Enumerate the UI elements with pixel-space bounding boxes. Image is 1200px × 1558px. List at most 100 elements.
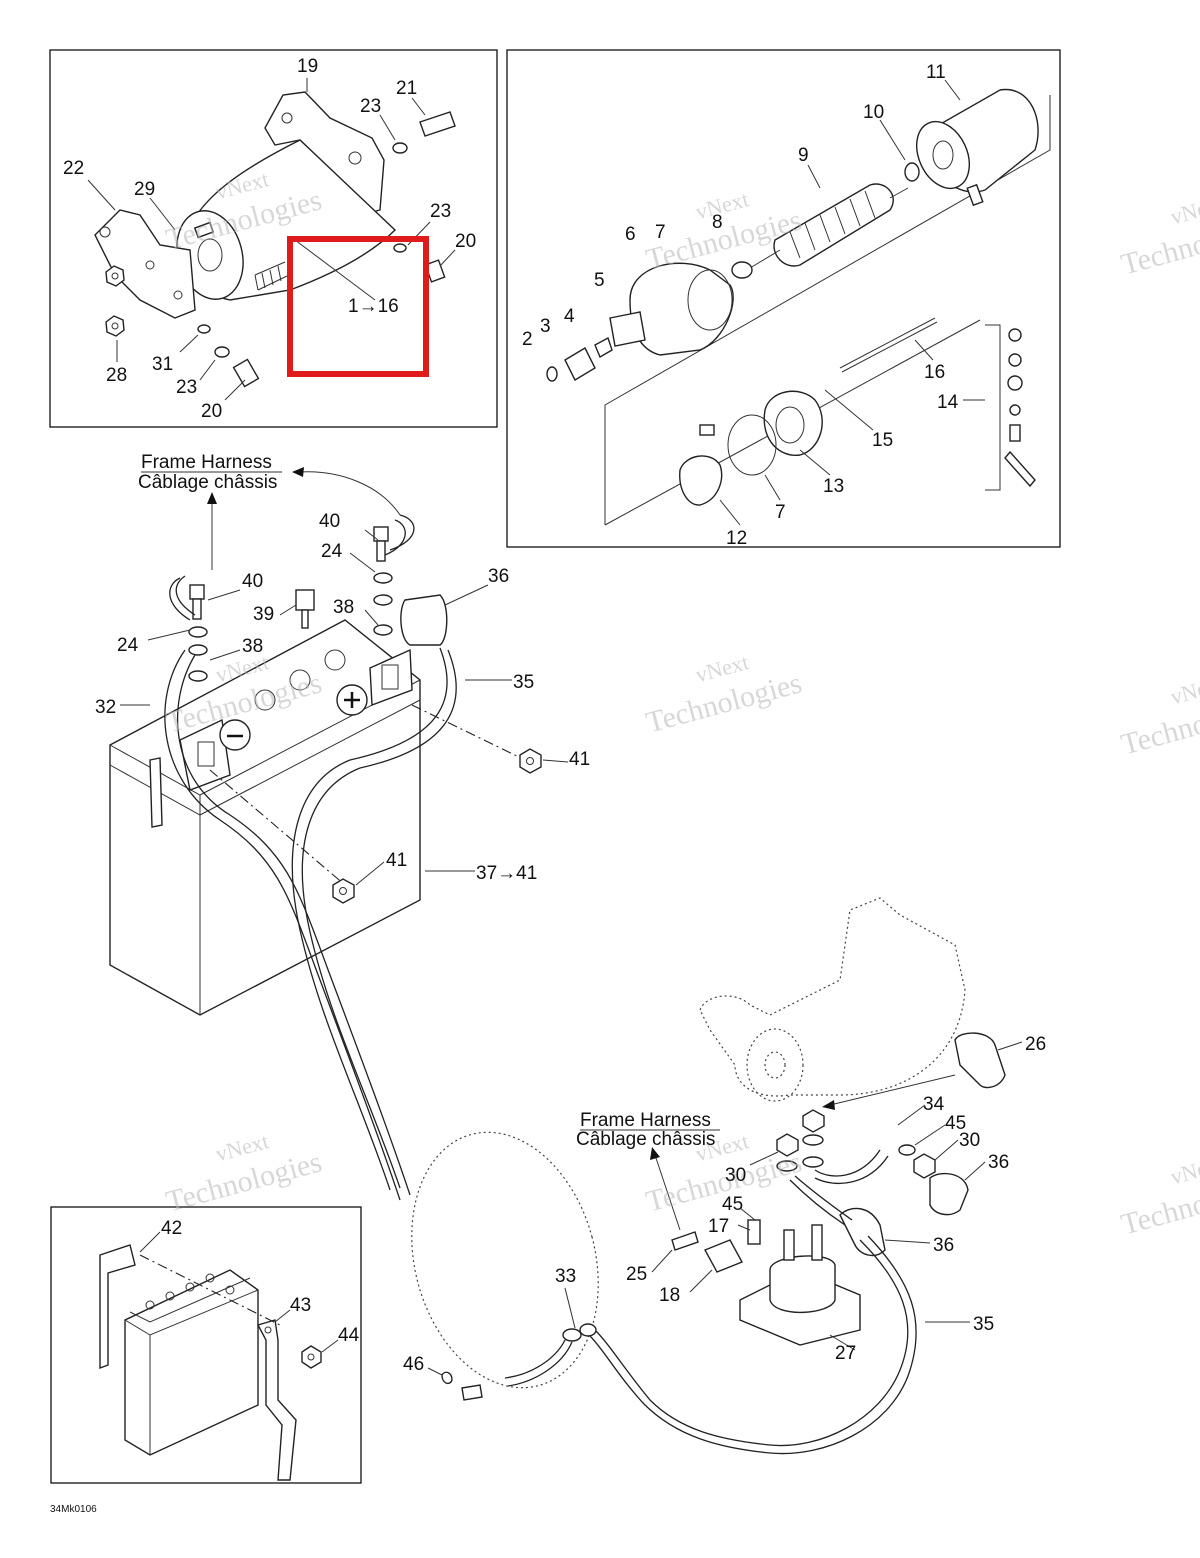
callout-20: 20 — [455, 231, 476, 252]
starter-solenoid — [769, 1255, 836, 1314]
panel-frame — [50, 1206, 362, 1484]
callout-23: 23 — [176, 377, 197, 398]
washer — [188, 644, 208, 656]
callout-23: 23 — [430, 201, 451, 222]
callout-32: 32 — [95, 697, 116, 718]
battery-body — [109, 619, 421, 1016]
washer — [373, 624, 393, 636]
snap-ring — [546, 366, 558, 382]
brush-holder — [679, 455, 723, 506]
nut — [105, 265, 125, 287]
drawing-code: 34Mk0106 — [50, 1504, 97, 1515]
positive-terminal — [369, 648, 413, 706]
frame-harness-label-fr: Câblage châssis — [138, 472, 277, 493]
callout-30: 30 — [959, 1130, 980, 1151]
watermark: vNext Technologies — [163, 1128, 326, 1218]
callout-43: 43 — [290, 1295, 311, 1316]
nut — [332, 878, 355, 904]
battery-bracket — [99, 1244, 136, 1370]
mounting-bracket — [264, 91, 385, 216]
callout-16: 16 — [924, 362, 945, 383]
screw — [193, 221, 215, 239]
watermark: vNext Technologies — [1118, 191, 1200, 281]
screw — [747, 1219, 761, 1245]
svg-text:vNext: vNext — [1168, 1151, 1200, 1189]
armature — [773, 183, 894, 267]
svg-text:vNext: vNext — [1168, 191, 1200, 229]
ground-lug — [562, 1328, 582, 1342]
nut — [519, 748, 542, 774]
callout-40: 40 — [242, 571, 263, 592]
callout-44: 44 — [338, 1325, 360, 1346]
callout-5: 5 — [594, 270, 605, 291]
callout-17: 17 — [708, 1216, 729, 1237]
callout-26: 26 — [1025, 1034, 1046, 1055]
nut — [776, 1133, 799, 1157]
callout-31: 31 — [152, 354, 173, 375]
end-bracket — [94, 209, 196, 319]
callout-7: 7 — [775, 502, 786, 523]
callout-8: 8 — [712, 212, 723, 233]
washer — [188, 626, 208, 638]
highlight-box — [287, 236, 429, 377]
stop-collar — [564, 347, 596, 381]
terminal-boot — [954, 1032, 1006, 1089]
starter-exploded-panel — [506, 49, 1061, 548]
starter-assembly-panel — [49, 49, 498, 428]
callout-41: 41 — [386, 850, 407, 871]
callout-33: 33 — [555, 1266, 576, 1287]
callout-37-41: 37→41 — [476, 863, 537, 884]
callout-46: 46 — [403, 1354, 424, 1375]
solenoid-starter-assembly — [411, 897, 1023, 1455]
washer — [214, 346, 230, 358]
o-ring — [727, 414, 777, 476]
callout-40: 40 — [319, 511, 340, 532]
callout-19: 19 — [297, 56, 318, 77]
frame-harness-label-en: Frame Harness — [580, 1110, 711, 1131]
watermark: vNext Technologies — [1118, 1151, 1200, 1241]
callout-6: 6 — [625, 224, 636, 245]
callout-38: 38 — [333, 597, 354, 618]
cable-clip — [441, 1371, 453, 1385]
callout-29: 29 — [134, 179, 155, 200]
callout-30: 30 — [725, 1165, 746, 1186]
washer — [188, 670, 208, 682]
starter-outline — [699, 897, 966, 1097]
terminal-boot — [400, 594, 448, 646]
callout-38: 38 — [242, 636, 263, 657]
panel-frame — [506, 49, 1061, 548]
hold-down-strap — [256, 1319, 297, 1481]
callout-9: 9 — [798, 145, 809, 166]
callout-10: 10 — [863, 102, 884, 123]
washer — [373, 594, 393, 606]
frame-harness-label-en: Frame Harness — [141, 452, 272, 473]
callout-15: 15 — [872, 430, 893, 451]
nut — [802, 1109, 825, 1133]
washer — [197, 324, 211, 334]
callout-3: 3 — [540, 316, 551, 337]
washer — [392, 142, 408, 154]
watermark: vNext Technologies — [643, 649, 806, 739]
callout-14: 14 — [937, 392, 959, 413]
callout-36: 36 — [488, 566, 509, 587]
callout-45: 45 — [945, 1113, 966, 1134]
callout-labels: 19 23 21 23 20 22 29 1→16 28 31 23 20 11… — [50, 56, 1046, 1515]
panel-frame — [49, 49, 498, 428]
o-ring — [904, 162, 920, 182]
bolt — [419, 111, 456, 137]
battery-body — [124, 1269, 259, 1456]
pinion-gear — [609, 311, 646, 347]
callout-41: 41 — [569, 749, 590, 770]
battery-bracket-panel — [50, 1206, 362, 1484]
vent-fitting — [295, 589, 315, 611]
callout-21: 21 — [396, 78, 417, 99]
callout-13: 13 — [823, 476, 844, 497]
callout-24: 24 — [117, 635, 139, 656]
callout-24: 24 — [321, 541, 343, 562]
nut — [105, 315, 125, 337]
callout-4: 4 — [564, 306, 575, 327]
callout-2: 2 — [522, 329, 533, 350]
callout-34: 34 — [923, 1094, 945, 1115]
negative-terminal — [179, 718, 231, 791]
nut — [913, 1153, 936, 1179]
